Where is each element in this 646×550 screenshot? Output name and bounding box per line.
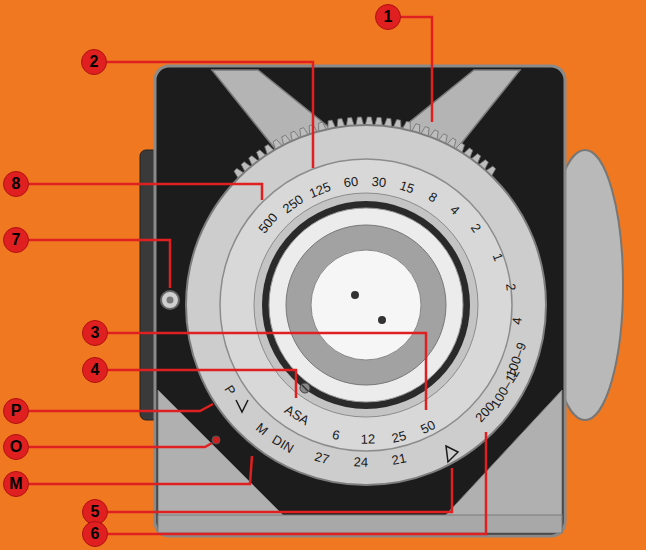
cap-dot <box>351 291 359 299</box>
leader-line <box>29 404 213 411</box>
callout-number: 2 <box>81 49 107 75</box>
leader-line <box>29 443 212 447</box>
callout-text: 1 <box>384 9 393 25</box>
scale-marking: M <box>254 421 271 438</box>
scale-marking: 2 <box>468 221 483 234</box>
scale-marking: 250 <box>280 192 305 215</box>
callout-number: 1 <box>375 4 401 30</box>
index-triangle <box>446 446 458 462</box>
scale-marking: 6 <box>331 427 341 441</box>
camera-body <box>155 66 565 536</box>
scale-marking: 4 <box>448 203 462 217</box>
scale-marking: 500 <box>256 210 280 235</box>
leader-line <box>29 456 252 484</box>
callout-number: 8 <box>3 171 29 197</box>
scale-marking: 2 <box>504 283 518 292</box>
callout-text: 2 <box>90 54 99 70</box>
leader-line <box>29 240 170 288</box>
callout-text: M <box>9 476 22 492</box>
callout-text: 6 <box>91 526 100 542</box>
scale-marking: 21 <box>390 451 407 467</box>
scale-marking: 30 <box>371 174 387 188</box>
callout-number: 6 <box>82 521 108 547</box>
callout-text: 4 <box>91 362 100 378</box>
leader-line <box>108 468 452 512</box>
outer-ring <box>186 125 546 485</box>
bottom-bar <box>158 515 562 533</box>
callout-number: 4 <box>82 357 108 383</box>
scale-marking: 27 <box>313 450 330 466</box>
callout-text: 3 <box>91 325 100 341</box>
scale-marking: DIN <box>270 433 296 456</box>
scale-marking: 50 <box>419 418 438 436</box>
scale-marking: 25 <box>390 429 407 445</box>
scale-marking: 15 <box>398 178 416 195</box>
leader-line <box>29 184 262 200</box>
scale-marking: 4 <box>510 317 524 326</box>
release-screw <box>167 297 174 304</box>
cap-dot <box>378 316 386 324</box>
leader-lines <box>29 17 486 534</box>
leader-line <box>107 62 313 168</box>
callout-number: P <box>3 398 29 424</box>
lens-mount <box>286 225 446 385</box>
callout-number: 3 <box>82 320 108 346</box>
scale-marking: 8 <box>427 190 440 205</box>
scale-ring-inner <box>254 193 478 417</box>
lens-bezel <box>262 201 470 409</box>
scale-marking: 125 <box>307 180 332 200</box>
leader-line <box>108 432 486 534</box>
ring-screw <box>300 383 310 393</box>
scale-marking: 24 <box>353 455 368 468</box>
callout-text: P <box>11 403 22 419</box>
scale-marking: P <box>222 383 238 397</box>
scale-marking: 60 <box>343 175 359 190</box>
leader-line <box>108 333 426 410</box>
scale-ring <box>220 159 512 451</box>
callout-number: M <box>3 471 29 497</box>
release-screw <box>161 291 179 309</box>
scale-marking: ASA <box>283 403 312 428</box>
callout-text: 8 <box>12 176 21 192</box>
leader-line <box>401 17 432 122</box>
callout-text: 5 <box>91 504 100 520</box>
scale-marking: 12 <box>361 432 376 445</box>
scale-marking: 1 <box>490 251 505 262</box>
flash-mark <box>236 400 248 412</box>
callout-number: 7 <box>3 227 29 253</box>
ring-screw <box>302 385 308 391</box>
callout-text: O <box>10 439 22 455</box>
callout-number: O <box>3 434 29 460</box>
lens-cap <box>311 250 421 360</box>
lens-rim <box>269 208 463 402</box>
sync-dot <box>212 436 220 444</box>
leader-line <box>108 370 296 398</box>
callout-text: 7 <box>12 232 21 248</box>
